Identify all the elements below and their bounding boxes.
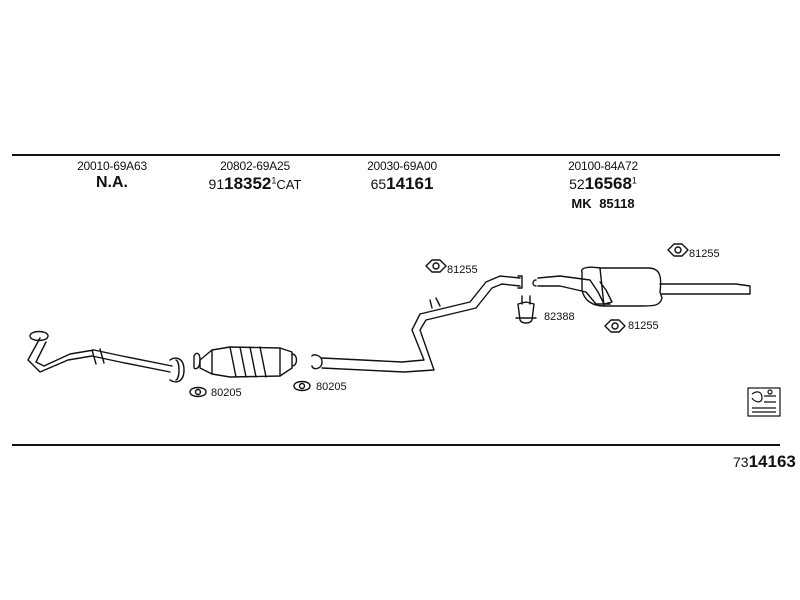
- clip-label: 81255: [689, 248, 720, 260]
- part-number: 52165681: [548, 174, 658, 194]
- hanger-rubber-81255-b: [667, 243, 689, 257]
- part-header-front-pipe: 20010-69A63 N.A.: [62, 159, 162, 192]
- top-rule: [12, 154, 780, 156]
- oe-number: 20010-69A63: [77, 159, 147, 173]
- catalog-main-number: 14163: [748, 452, 796, 471]
- part-number: 6514161: [352, 174, 452, 194]
- catalog-number: 7314163: [733, 452, 796, 472]
- part-suffix: CAT: [276, 177, 302, 192]
- part-prefix: 65: [370, 176, 387, 192]
- mounting-kit-number: MK 85118: [571, 196, 635, 211]
- part-prefix: 52: [569, 176, 585, 192]
- clip-label: 80205: [316, 381, 347, 393]
- part-prefix: 91: [208, 176, 225, 192]
- part-header-rear-silencer: 20100-84A72 52165681 MK 85118: [548, 159, 658, 211]
- part-main-number: 18352: [224, 174, 272, 193]
- bottom-rule: [12, 444, 780, 446]
- oe-number: 20802-69A25: [220, 159, 290, 173]
- catalytic-converter: [193, 346, 298, 378]
- manual-book-icon: [747, 387, 781, 417]
- part-header-catalyst: 20802-69A25 91183521CAT: [195, 159, 315, 194]
- clip-label: 81255: [628, 320, 659, 332]
- front-pipe: [27, 330, 185, 383]
- clip-label: 80205: [211, 387, 242, 399]
- clip-label: 81255: [447, 264, 478, 276]
- part-main-number: 16568: [584, 174, 632, 193]
- oe-number: 20100-84A72: [568, 159, 638, 173]
- oe-number: 20030-69A00: [367, 159, 437, 173]
- footnote-mark: 1: [271, 175, 277, 186]
- catalog-prefix: 73: [733, 454, 749, 470]
- clip-label: 82388: [544, 311, 575, 323]
- rear-silencer: [532, 266, 751, 307]
- part-main-number: 14161: [386, 174, 434, 193]
- not-available-label: N.A.: [96, 174, 128, 191]
- hanger-rubber-81255-a: [425, 259, 447, 273]
- u-clamp-82388: [515, 295, 537, 324]
- hanger-rubber-81255-c: [604, 319, 626, 333]
- footnote-mark: 1: [631, 175, 637, 186]
- part-header-middle-pipe: 20030-69A00 6514161: [352, 159, 452, 194]
- part-number: 91183521CAT: [195, 174, 315, 194]
- middle-pipe: [311, 275, 523, 373]
- gasket-80205-b: [293, 380, 311, 392]
- gasket-80205-a: [189, 386, 207, 398]
